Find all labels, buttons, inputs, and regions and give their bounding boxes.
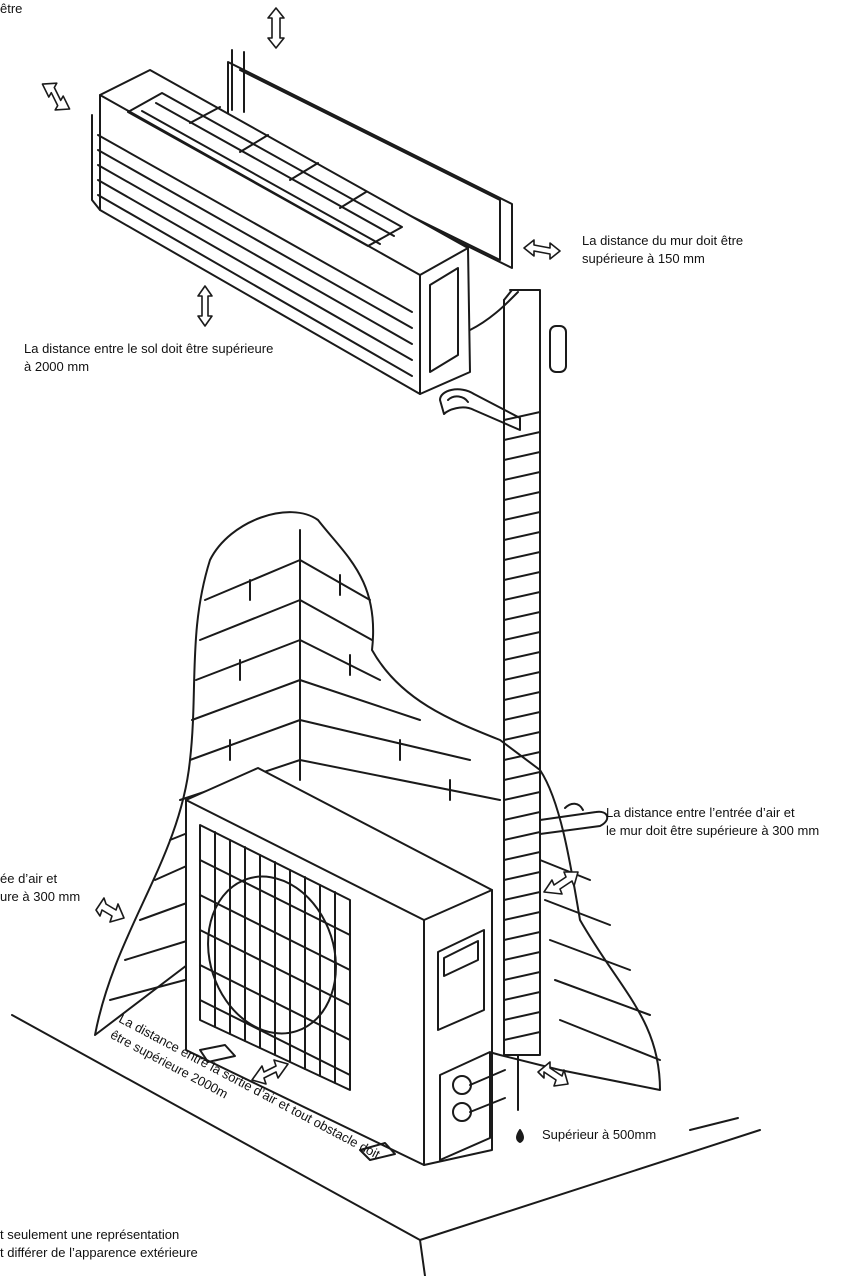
arrow-icon [537, 1061, 569, 1087]
arrow-icon [197, 285, 213, 327]
label-line: La distance entre l’entrée d’air et [606, 805, 795, 820]
wall-sleeve-top [439, 388, 521, 431]
clearance-arrows [41, 7, 579, 1087]
label-line: Supérieur à 500mm [542, 1127, 657, 1142]
wall-distance-label: La distance du mur doit être supérieure … [582, 232, 743, 268]
air-inlet-left-fragment-label: ée d’air et ure à 300 mm [0, 870, 80, 906]
wall-sleeve-bottom [539, 802, 609, 835]
indoor-unit [91, 69, 471, 395]
label-line: La distance entre le sol doit être supér… [24, 341, 274, 356]
arrow-icon [251, 1059, 289, 1085]
label-line: t seulement une représentation [0, 1227, 180, 1242]
above-500-label: Supérieur à 500mm [542, 1126, 656, 1144]
label-line: t différer de l’apparence extérieure [0, 1245, 198, 1260]
label-line: ée d’air et [0, 871, 58, 886]
brick-wall [94, 511, 661, 1091]
label-line: La distance du mur doit être [582, 233, 744, 248]
label-line: être [0, 1, 23, 16]
top-left-fragment-label: être [0, 0, 22, 18]
label-line: à 2000 mm [24, 359, 90, 374]
label-line: le mur doit être supérieure à 300 mm [606, 823, 820, 838]
arrow-icon [41, 82, 71, 111]
ground-lines [11, 1014, 761, 1276]
arrow-icon [95, 897, 125, 923]
label-line: supérieure à 150 mm [582, 251, 705, 266]
air-inlet-right-label: La distance entre l’entrée d’air et le m… [606, 804, 819, 840]
arrow-icon [523, 239, 561, 260]
floor-distance-label: La distance entre le sol doit être supér… [24, 340, 273, 376]
refrigerant-pipe [469, 289, 567, 1143]
arrow-icon [543, 871, 579, 895]
label-line: ure à 300 mm [0, 889, 81, 904]
disclaimer-label: t seulement une représentation t différe… [0, 1226, 198, 1262]
arrow-icon [267, 7, 285, 49]
